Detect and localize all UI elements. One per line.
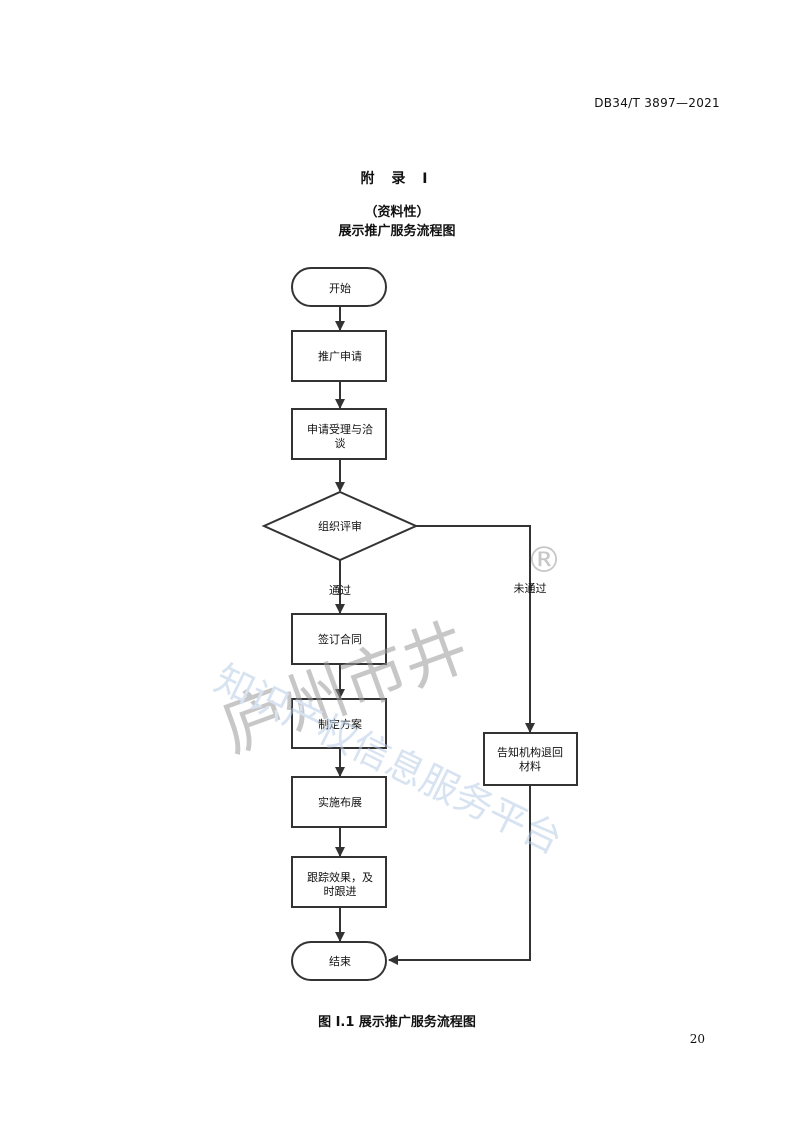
node-apply-label: 推广申请: [318, 349, 362, 363]
node-review: [261, 490, 419, 562]
edge-pass-label: 通过: [329, 584, 351, 597]
node-contract-label: 签订合同: [318, 632, 362, 646]
node-end: [291, 941, 387, 981]
watermark-registered: ®: [526, 540, 562, 581]
node-track-label: 跟踪效果，及时跟进: [307, 870, 373, 898]
edge-fail-label: 未通过: [514, 582, 547, 595]
node-notify-label: 告知机构退回材料: [497, 745, 563, 773]
standard-code: DB34/T 3897—2021: [594, 96, 720, 110]
page-number: 20: [689, 1032, 705, 1046]
figure-caption: 图 I.1 展示推广服务流程图: [318, 1015, 476, 1030]
node-apply: [291, 330, 387, 382]
node-plan-label: 制定方案: [318, 717, 362, 731]
flow-edges: [335, 306, 535, 965]
node-start-label: 开始: [329, 281, 351, 295]
node-label-line: 谈: [335, 437, 346, 450]
node-start: [291, 267, 387, 307]
appendix-nature: （资料性）: [364, 205, 430, 220]
node-implement: [291, 776, 387, 828]
node-label-line: 申请受理与洽: [307, 423, 373, 436]
node-contract: [291, 613, 387, 665]
appendix-title: 展示推广服务流程图: [338, 224, 456, 239]
appendix-label: 附 录 I: [360, 171, 434, 187]
node-implement-label: 实施布展: [318, 795, 362, 809]
node-end-label: 结束: [329, 955, 351, 968]
node-accept-label: 申请受理与洽谈: [307, 423, 373, 450]
node-label-line: 告知机构退回: [497, 745, 563, 759]
edge-notify-end: [388, 785, 531, 965]
node-accept: [291, 408, 387, 460]
node-label-line: 时跟进: [324, 885, 357, 898]
node-plan: [291, 698, 387, 749]
node-notify: [483, 732, 578, 786]
node-label-line: 跟踪效果，及: [307, 870, 373, 884]
node-review-label: 组织评审: [318, 519, 362, 533]
node-label-line: 材料: [519, 759, 541, 773]
node-track: [291, 856, 387, 908]
edge-review-notify: [416, 525, 535, 733]
